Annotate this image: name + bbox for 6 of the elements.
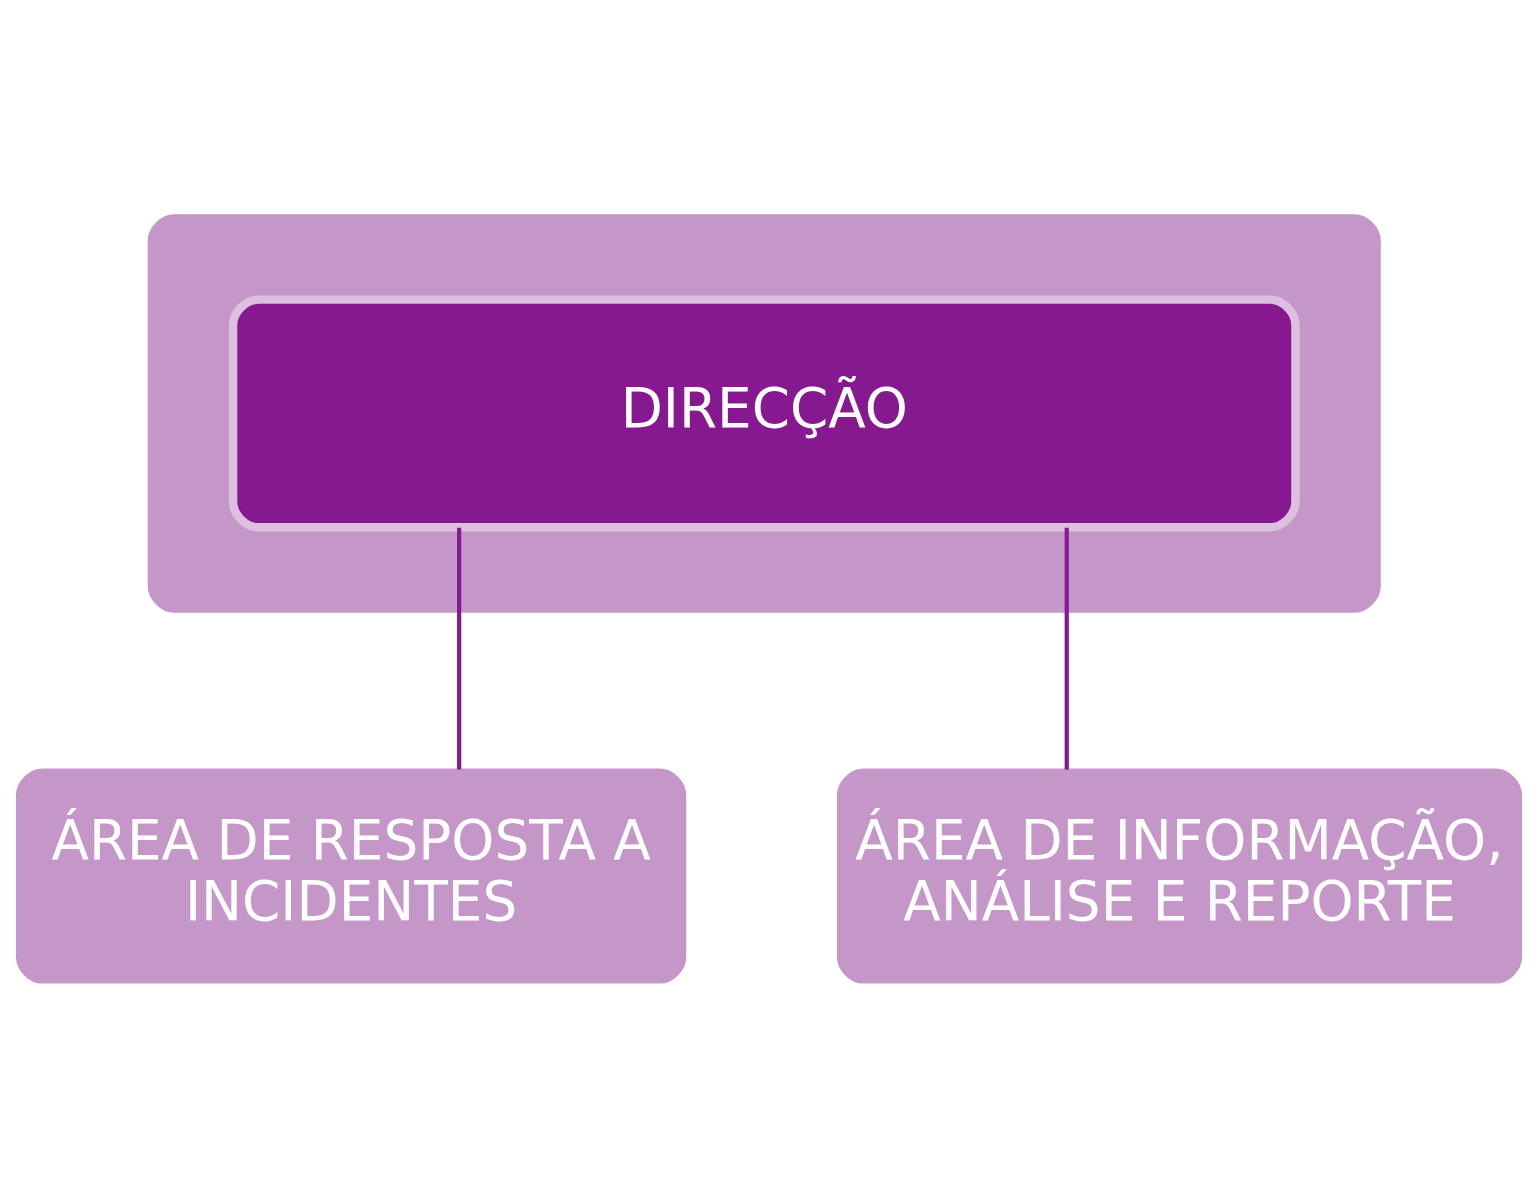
connector: [1064, 527, 1069, 769]
cluster: [147, 213, 1381, 613]
node-box: DIRECÇÃO: [228, 294, 1300, 531]
connector: [457, 527, 462, 769]
node-box: ÁREA DE INFORMAÇÃO, ANÁLISE E REPORTE: [836, 768, 1523, 984]
node-box: ÁREA DE RESPOSTA A INCIDENTES: [15, 768, 687, 984]
